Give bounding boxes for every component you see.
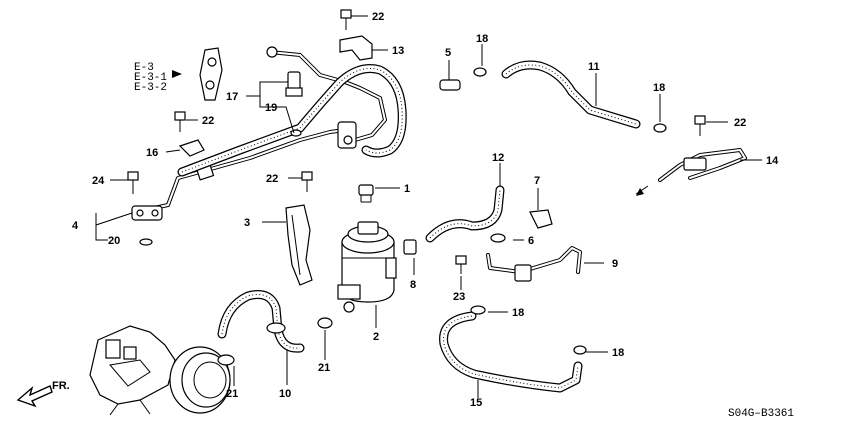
suction-hose-10	[217, 290, 305, 353]
ref-code-e3-1: E-3-1	[134, 72, 167, 84]
bolt-23	[455, 255, 467, 274]
callout-18a: 18	[476, 33, 488, 45]
callout-20: 20	[108, 235, 120, 247]
bolt-22-mid	[301, 171, 313, 192]
clamp-6	[490, 233, 506, 243]
bolt-22-right	[694, 115, 706, 136]
front-marker-label: FR.	[52, 380, 70, 392]
callout-18b: 18	[653, 82, 665, 94]
clamp-7	[529, 209, 553, 229]
callout-13: 13	[392, 45, 404, 57]
clamp-18a	[473, 67, 487, 77]
diagram-code: S04G–B3361	[728, 408, 794, 420]
callout-21a: 21	[226, 388, 238, 400]
callout-24: 24	[92, 175, 105, 187]
clamp-18d	[573, 345, 587, 355]
callout-numbers: 1 2 3 4 5 6 7 8 9 10 11 12 13 14 15 16 1…	[72, 11, 779, 409]
callout-17: 17	[226, 91, 238, 103]
reservoir-tank	[337, 221, 397, 313]
washer-20	[139, 238, 153, 246]
cooler-pipe-14	[635, 148, 747, 196]
callout-18c: 18	[512, 307, 524, 319]
bolt-22-left	[174, 111, 186, 132]
callout-11: 11	[588, 61, 600, 73]
ref-code-e3-2: E-3-2	[134, 82, 167, 94]
reservoir-bracket	[285, 204, 313, 286]
clamp-18c	[470, 305, 486, 315]
power-steering-pump	[89, 325, 231, 416]
callout-6: 6	[528, 235, 534, 247]
ref-code-e3: E-3	[134, 62, 154, 74]
callout-22a: 22	[372, 11, 384, 23]
reservoir-cap	[358, 184, 374, 203]
callout-22b: 22	[202, 115, 214, 127]
callout-12: 12	[492, 152, 504, 164]
callout-16: 16	[146, 147, 158, 159]
callout-10: 10	[279, 388, 291, 400]
bolt-22-top	[340, 9, 352, 30]
return-hose-11	[501, 60, 641, 129]
hose-12	[425, 185, 505, 243]
clamp-21b	[317, 317, 333, 329]
callout-5: 5	[445, 47, 451, 59]
callout-21b: 21	[318, 362, 330, 374]
bolt-24	[127, 171, 139, 194]
callout-23: 23	[453, 291, 465, 303]
clamp-18b	[653, 123, 667, 133]
callout-22d: 22	[734, 117, 746, 129]
pipe-9	[486, 246, 582, 282]
callout-4: 4	[72, 220, 79, 232]
joint-5	[439, 79, 461, 91]
pressure-hose	[177, 64, 407, 177]
front-arrow-icon: FR.	[16, 380, 70, 408]
pressure-switch	[285, 71, 303, 137]
callout-14: 14	[766, 155, 779, 167]
leader-lines	[95, 15, 762, 398]
callout-1: 1	[404, 183, 410, 195]
callout-22c: 22	[266, 173, 278, 185]
callout-2: 2	[373, 331, 379, 343]
clamp-21a	[217, 354, 235, 366]
clamp-13	[339, 35, 373, 61]
callout-19: 19	[265, 102, 277, 114]
union-fitting	[131, 205, 163, 221]
hose-clamp-16	[178, 139, 205, 157]
return-hose-15	[439, 311, 583, 393]
callout-3: 3	[244, 217, 250, 229]
clamp-8	[403, 239, 417, 255]
callout-9: 9	[612, 258, 618, 270]
callout-18d: 18	[612, 347, 624, 359]
callout-15: 15	[470, 397, 482, 409]
reference-codes: E-3 E-3-1 E-3-2	[134, 62, 167, 94]
callout-8: 8	[410, 279, 416, 291]
hose-clamp-bracket	[199, 47, 223, 101]
callout-7: 7	[534, 175, 540, 187]
